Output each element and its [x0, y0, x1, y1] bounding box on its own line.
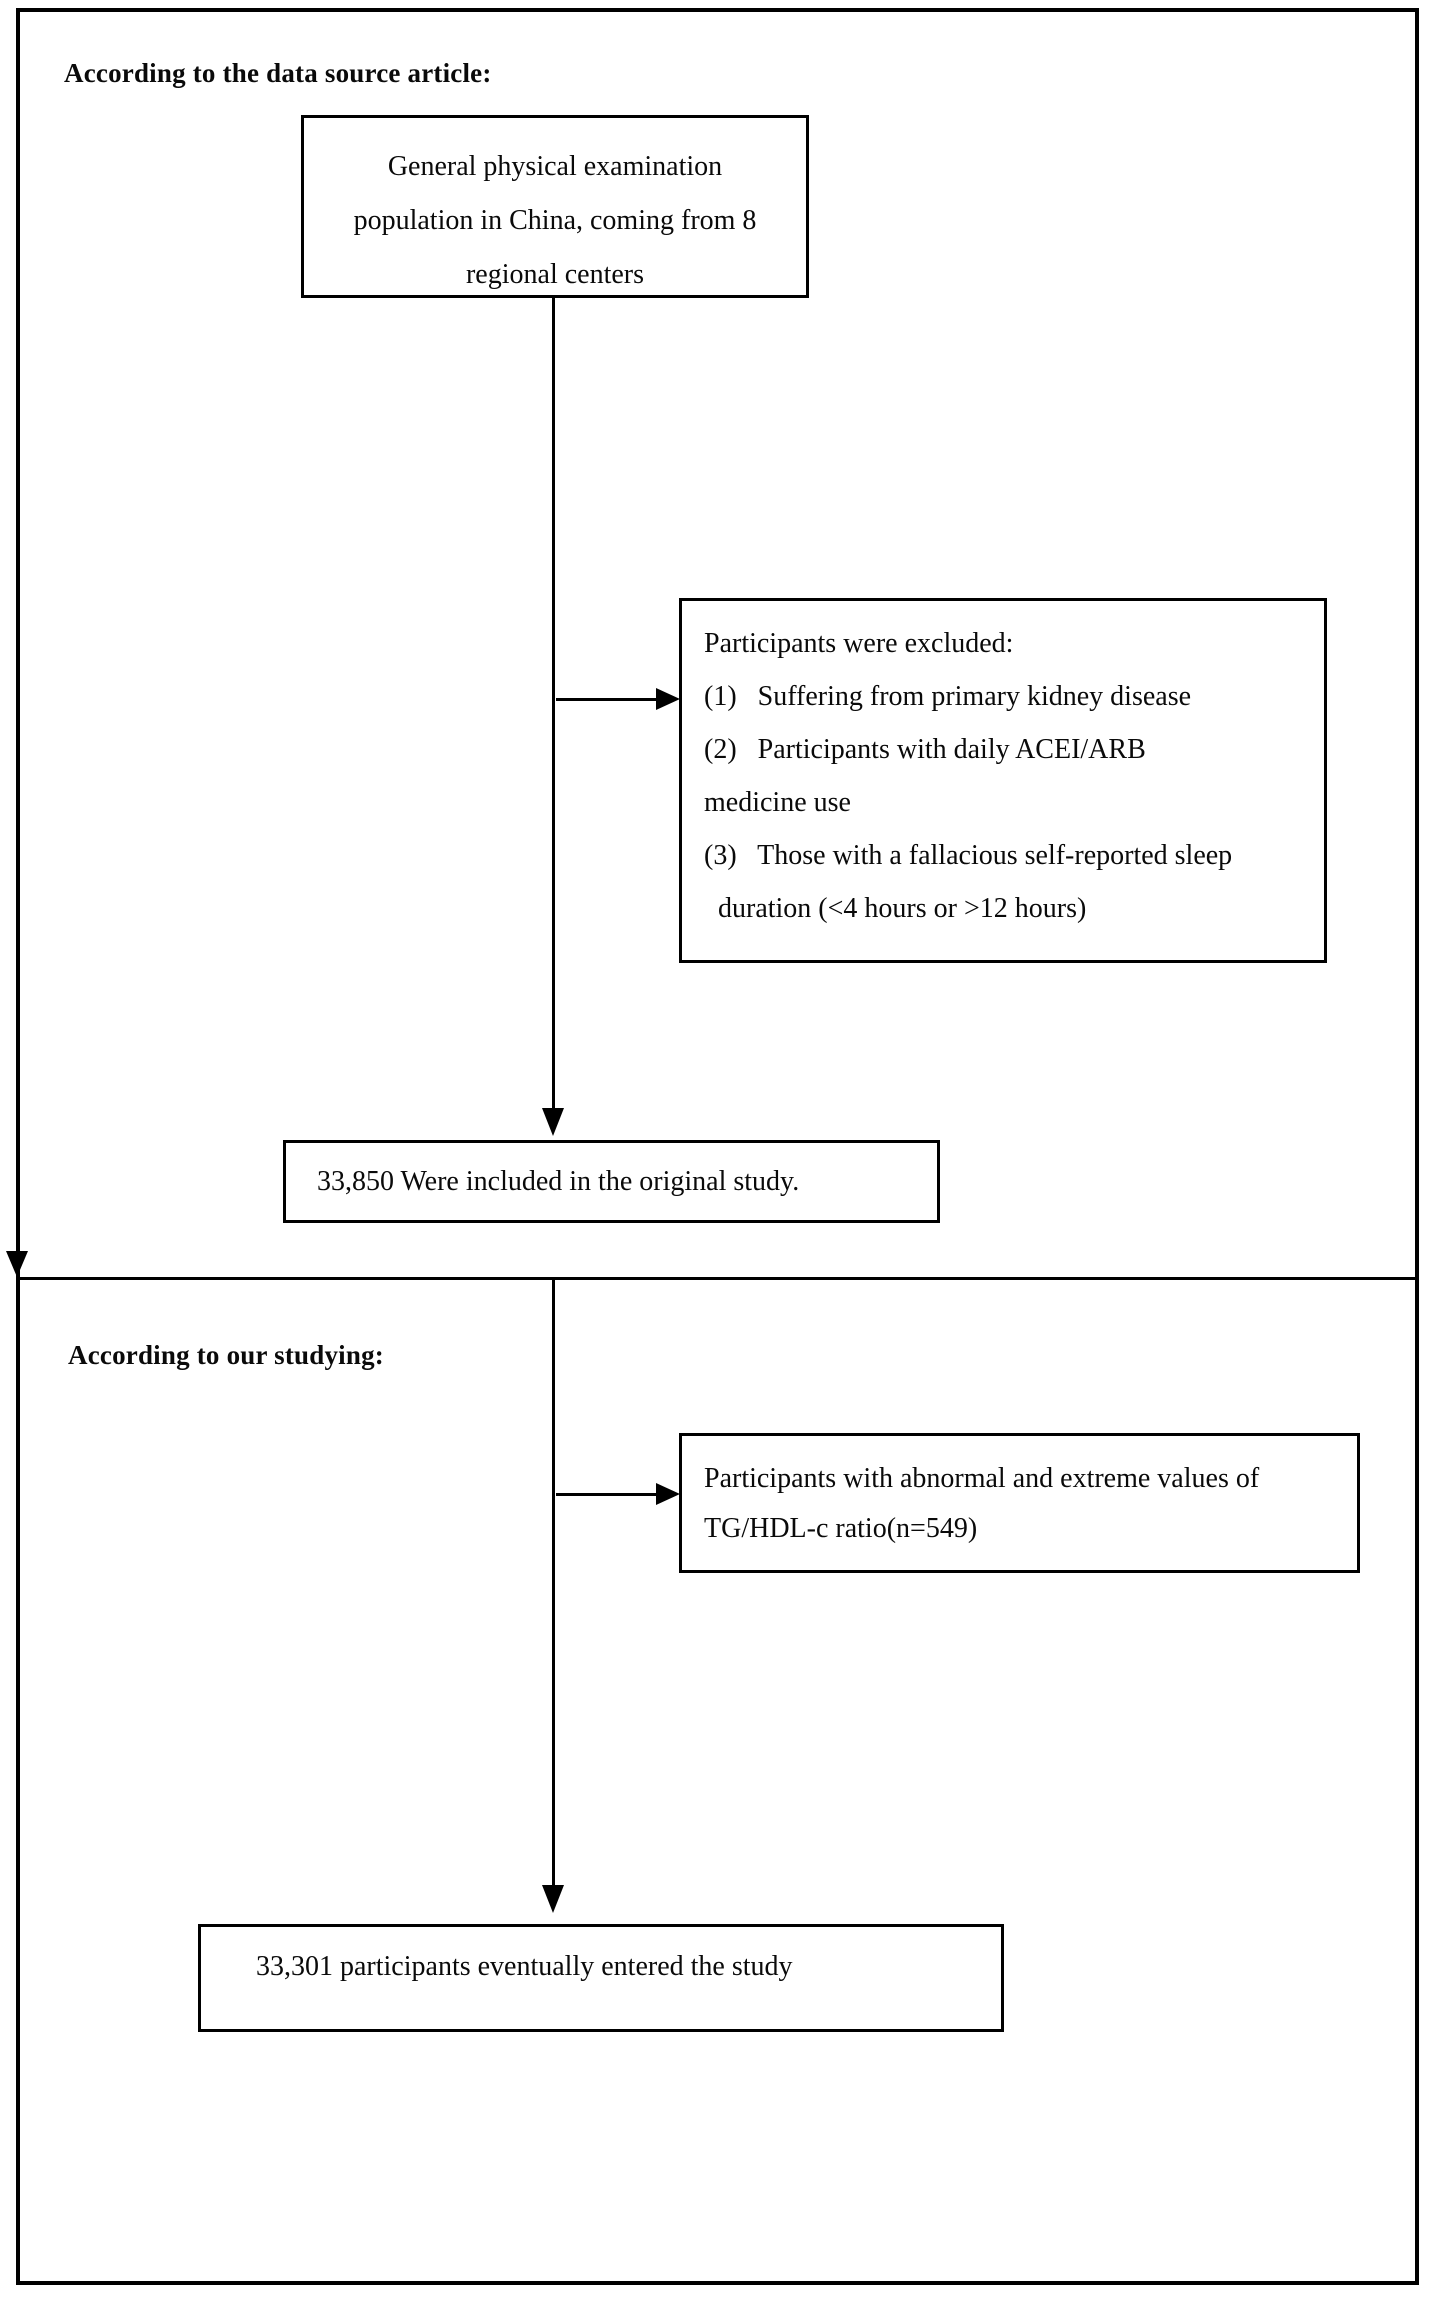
exclusion-criteria-line: (2) Participants with daily ACEI/ARB	[704, 734, 1146, 765]
final-count-box: 33,301 participants eventually entered t…	[198, 1924, 1004, 2032]
exclusion-criteria-line: Participants were excluded:	[704, 628, 1014, 659]
exclusion-criteria-line: (1) Suffering from primary kidney diseas…	[704, 681, 1192, 712]
section-divider-line	[16, 1277, 1419, 1280]
exclusion-criteria-line: (3) Those with a fallacious self-reporte…	[704, 840, 1233, 871]
flow-line-vertical-divider-to-final	[552, 1280, 555, 1885]
included-count-text: 33,850 Were included in the original stu…	[317, 1165, 800, 1197]
extreme-values-box: Participants with abnormal and extreme v…	[679, 1433, 1360, 1573]
source-population-line: regional centers	[465, 259, 645, 290]
flow-line-to-exclusion	[556, 698, 658, 701]
extreme-values-line: Participants with abnormal and extreme v…	[704, 1463, 1260, 1494]
exclusion-criteria-line: duration (<4 hours or >12 hours)	[704, 893, 1087, 924]
arrow-right-icon	[656, 1483, 680, 1505]
final-count-text: 33,301 participants eventually entered t…	[256, 1951, 793, 1982]
included-count-box: 33,850 Were included in the original stu…	[283, 1140, 940, 1223]
exclusion-criteria-line: medicine use	[704, 787, 851, 818]
flow-line-vertical-source-to-included	[552, 297, 555, 1108]
divider-arrow-down-icon	[6, 1251, 28, 1277]
exclusion-criteria-box: Participants were excluded: (1) Sufferin…	[679, 598, 1327, 963]
extreme-values-line: TG/HDL-c ratio(n=549)	[704, 1513, 978, 1544]
source-population-line: General physical examination	[387, 151, 723, 182]
section-source-heading: According to the data source article:	[64, 58, 492, 88]
arrow-down-icon	[542, 1885, 564, 1913]
source-population-box: General physical examination population …	[301, 115, 809, 298]
flow-line-to-extreme-values	[556, 1493, 658, 1496]
arrow-right-icon	[656, 688, 680, 710]
arrow-down-icon	[542, 1108, 564, 1136]
diagram-outer-frame	[16, 8, 1419, 2285]
section-study-heading: According to our studying:	[68, 1340, 384, 1370]
source-population-line: population in China, coming from 8	[353, 205, 757, 236]
